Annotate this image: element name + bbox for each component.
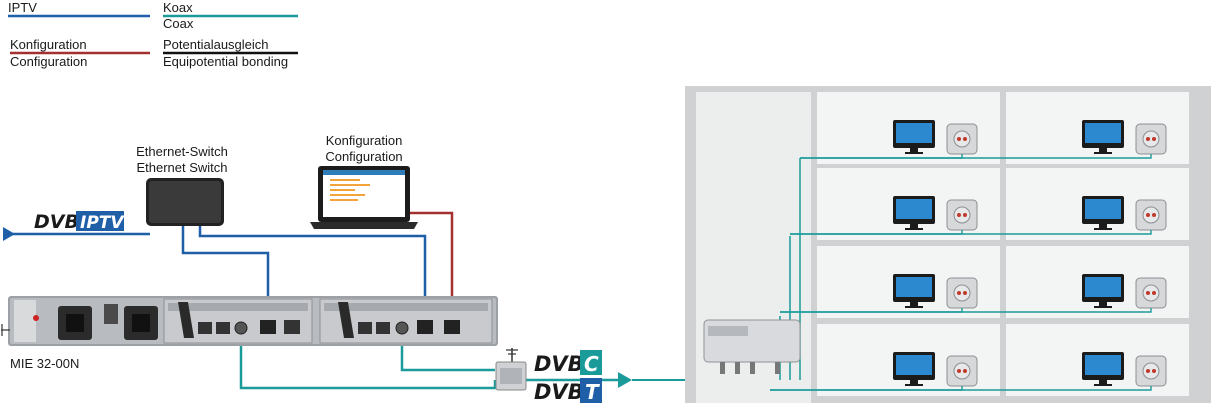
laptop: Konfiguration Configuration xyxy=(310,133,418,229)
wall-outlet-icon xyxy=(1135,277,1167,309)
legend-coax-label-en: Coax xyxy=(163,16,194,31)
switch-label-en: Ethernet Switch xyxy=(136,160,227,175)
amplifier-port-3-icon xyxy=(750,362,755,374)
module-2-handle-icon xyxy=(338,302,354,338)
apartment-unit xyxy=(1006,168,1189,240)
wall-outlet-icon xyxy=(946,123,978,155)
logo-dvb-c-suffix: C xyxy=(584,352,599,376)
amplifier-port-2-icon xyxy=(735,362,740,374)
apartment-unit xyxy=(817,168,1000,240)
wall-outlet-icon xyxy=(1135,199,1167,231)
logo-dvb-c: DVB C xyxy=(534,350,602,376)
module-1-port-b-icon xyxy=(216,322,230,334)
combiner xyxy=(495,348,527,391)
legend-bonding-label-de: Potentialausgleich xyxy=(163,37,269,52)
legend-config-label-de: Konfiguration xyxy=(10,37,87,52)
power-switch-icon xyxy=(104,304,118,324)
iptv-input-arrow xyxy=(3,227,15,241)
headend-label: MIE 32-00N xyxy=(10,356,79,371)
laptop-screen-header xyxy=(323,170,405,175)
coax-cable-module1 xyxy=(239,332,497,390)
logo-dvb-t-dvb: DVB xyxy=(534,380,584,403)
tv-icon xyxy=(893,196,935,230)
apartment-coax-cable xyxy=(800,154,1152,159)
legend: IPTV Koax Coax Konfiguration Configurati… xyxy=(8,0,298,69)
tv-icon xyxy=(893,352,935,386)
legend-config-label-en: Configuration xyxy=(10,54,87,69)
apartment-unit xyxy=(1006,92,1189,164)
tv-icon xyxy=(893,120,935,154)
amplifier xyxy=(703,319,801,374)
module-2-lan-port-icon xyxy=(417,320,433,334)
logo-dvb-iptv: DVB IPTV xyxy=(34,211,125,233)
logo-dvb-t-suffix: T xyxy=(585,380,600,403)
legend-iptv-label: IPTV xyxy=(8,0,37,15)
module-1-lan2-port-icon xyxy=(284,320,300,334)
tv-icon xyxy=(1082,274,1124,308)
config-cable xyxy=(410,211,454,323)
apartment-unit xyxy=(817,324,1000,396)
logo-dvb-iptv-dvb: DVB xyxy=(34,211,79,233)
wall-outlet-icon xyxy=(946,277,978,309)
iptv-cable-module1 xyxy=(181,226,270,323)
iptv-cable-module2 xyxy=(198,226,427,323)
ground-icon xyxy=(1,324,10,336)
coax-output-arrow xyxy=(618,372,632,388)
legend-coax-label-de: Koax xyxy=(163,0,193,15)
apartment-unit xyxy=(1006,324,1189,396)
module-2-port-a-icon xyxy=(358,322,372,334)
power-label-panel xyxy=(14,300,36,342)
amplifier-port-4-icon xyxy=(775,362,780,374)
legend-bonding-label-en: Equipotential bonding xyxy=(163,54,288,69)
laptop-screen xyxy=(323,170,405,217)
power-indicator-icon xyxy=(33,315,39,321)
module-2-port-b-icon xyxy=(376,322,390,334)
wall-outlet-icon xyxy=(1135,355,1167,387)
laptop-base xyxy=(310,222,418,229)
logo-dvb-c-dvb: DVB xyxy=(534,352,584,376)
apartment-unit xyxy=(817,92,1000,164)
wall-outlet-icon xyxy=(946,199,978,231)
apartment-coax-cable xyxy=(770,386,1152,391)
switch-face xyxy=(149,181,221,223)
wall-outlet-icon xyxy=(1135,123,1167,155)
amplifier-port-1-icon xyxy=(720,362,725,374)
module-1-lan-port-icon xyxy=(260,320,276,334)
apartment-unit xyxy=(1006,246,1189,318)
module-1-port-a-icon xyxy=(198,322,212,334)
apartment-coax-cable xyxy=(780,308,1152,313)
tv-icon xyxy=(1082,120,1124,154)
module-2-config-port-icon xyxy=(444,320,460,334)
building xyxy=(685,86,1211,403)
laptop-label-de: Konfiguration xyxy=(326,133,403,148)
apartment-coax-cable xyxy=(790,230,1152,235)
module-1-coax-port-icon xyxy=(234,321,248,335)
logo-dvb-iptv-suffix: IPTV xyxy=(80,213,125,233)
tv-icon xyxy=(893,274,935,308)
module-2-coax-port-icon xyxy=(395,321,409,335)
tv-icon xyxy=(1082,352,1124,386)
laptop-label-en: Configuration xyxy=(325,149,402,164)
apartment-unit xyxy=(817,246,1000,318)
apartments xyxy=(770,92,1189,396)
logo-dvb-t: DVB T xyxy=(534,378,602,403)
ethernet-switch: Ethernet-Switch Ethernet Switch xyxy=(136,144,228,226)
switch-label-de: Ethernet-Switch xyxy=(136,144,228,159)
tv-icon xyxy=(1082,196,1124,230)
headend-unit: MIE 32-00N xyxy=(1,296,498,371)
module-1-handle-icon xyxy=(178,302,194,338)
wall-outlet-icon xyxy=(946,355,978,387)
